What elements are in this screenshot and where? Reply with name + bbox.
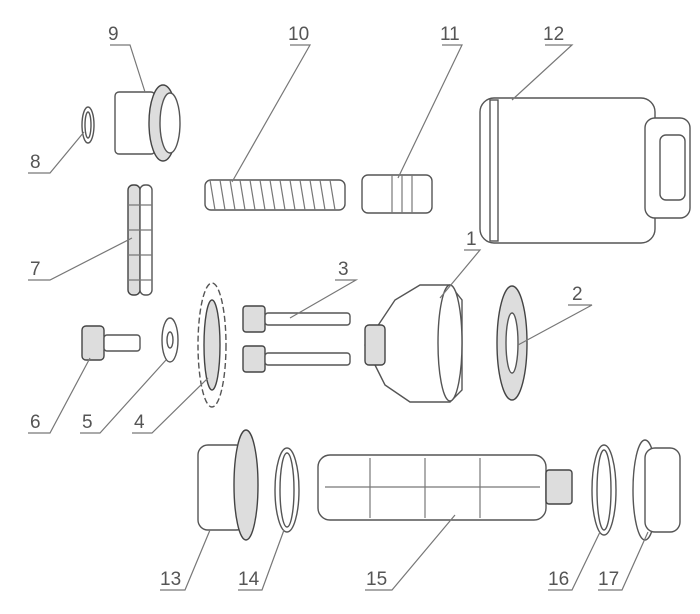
- label-9: 9: [108, 24, 119, 45]
- part-15-filter: [317, 454, 573, 521]
- part-17-end-cap: [632, 439, 681, 541]
- label-7: 7: [30, 259, 41, 280]
- label-15: 15: [366, 569, 387, 590]
- part-11-plunger: [361, 174, 433, 214]
- part-1-pump-body: [364, 284, 463, 403]
- label-8: 8: [30, 152, 41, 173]
- part-8-ring: [81, 106, 95, 144]
- part-16-o-ring: [591, 444, 617, 536]
- part-4-sprocket: [197, 282, 227, 408]
- label-13: 13: [160, 569, 181, 590]
- label-5: 5: [82, 412, 93, 433]
- label-17: 17: [598, 569, 619, 590]
- label-14: 14: [238, 569, 260, 590]
- part-10-spring: [204, 179, 346, 211]
- label-16: 16: [548, 569, 569, 590]
- part-12-housing: [479, 97, 691, 244]
- part-2-gasket: [496, 285, 528, 401]
- label-3: 3: [338, 259, 349, 280]
- part-labels: 9 10 11 12 8 7 3 1 2 6 5 4 13 14 15 16 1…: [30, 24, 619, 590]
- label-12: 12: [543, 24, 564, 45]
- label-1: 1: [466, 229, 477, 250]
- part-9-sprocket-hub: [114, 84, 181, 162]
- label-6: 6: [30, 412, 41, 433]
- part-3-bolts: [242, 305, 351, 373]
- part-7-chain: [127, 184, 153, 296]
- label-4: 4: [134, 412, 145, 433]
- label-11: 11: [440, 24, 460, 45]
- part-14-o-ring: [274, 447, 300, 533]
- part-5-washer: [161, 317, 179, 363]
- part-13-cap: [197, 429, 259, 541]
- leader-lines: [28, 44, 649, 591]
- label-2: 2: [572, 284, 583, 305]
- label-10: 10: [288, 24, 309, 45]
- part-6-bolt: [81, 325, 141, 361]
